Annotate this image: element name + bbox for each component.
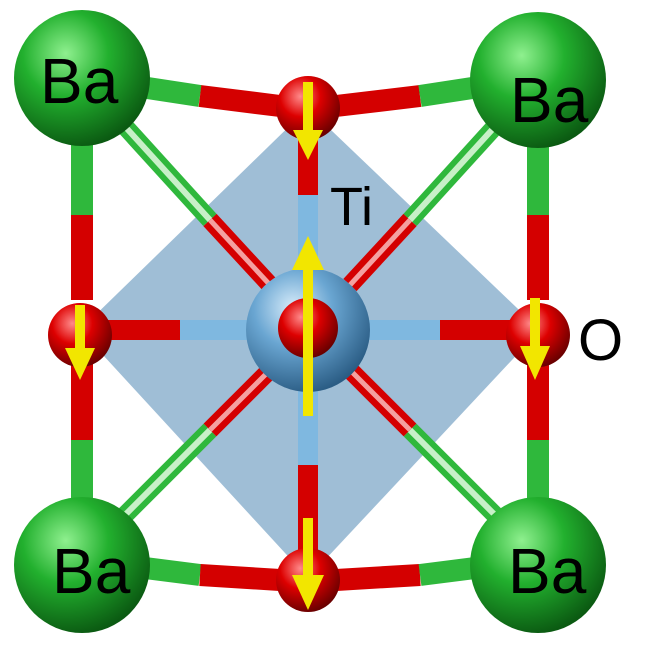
arrow-down-icon	[293, 82, 323, 160]
label-ti: Ti	[330, 177, 373, 237]
label-o: O	[578, 308, 623, 373]
barium-atom-top-left	[14, 10, 150, 146]
arrow-down-icon	[292, 518, 324, 610]
barium-atom-bottom-left	[14, 497, 150, 633]
barium-atom-top-right	[470, 12, 606, 148]
barium-atom-bottom-right	[470, 497, 606, 633]
arrow-up-icon	[292, 236, 324, 416]
displacement-arrows	[65, 82, 550, 610]
label-ba-top-right: Ba	[510, 64, 589, 136]
label-ba-top-left: Ba	[40, 45, 119, 117]
diagonal-bonds	[103, 103, 517, 537]
arrow-down-icon	[65, 305, 95, 380]
label-ba-bottom-right: Ba	[508, 535, 587, 607]
arrow-down-icon	[520, 298, 550, 380]
label-ba-bottom-left: Ba	[52, 535, 131, 607]
